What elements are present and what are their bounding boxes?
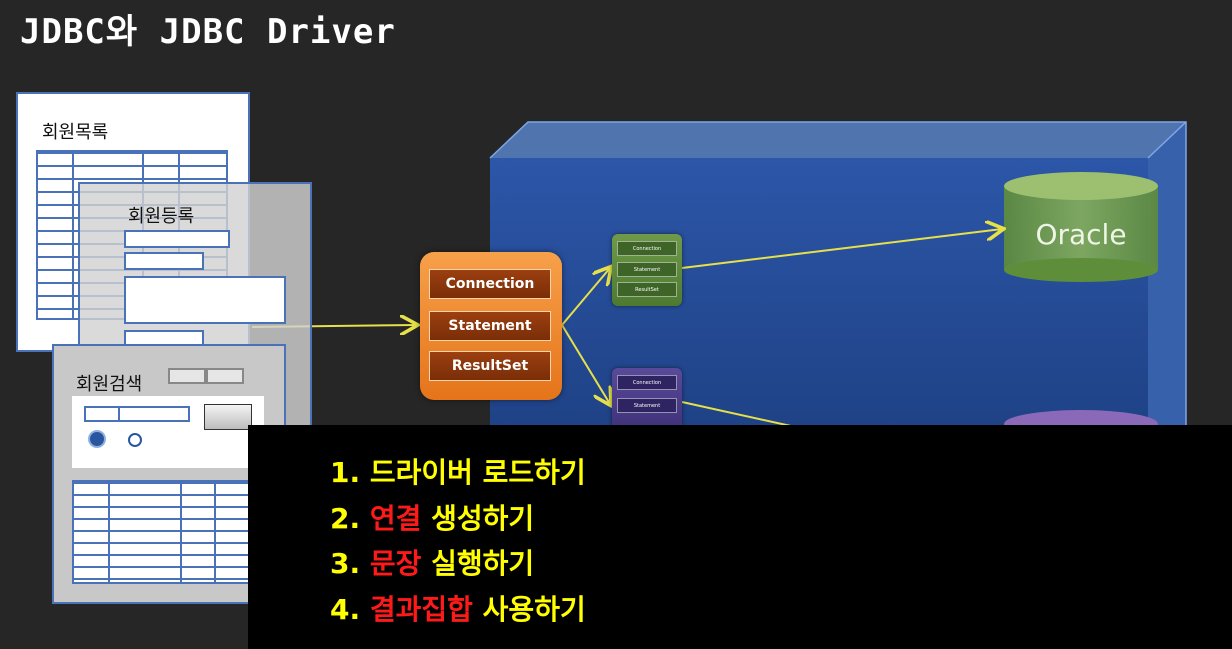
- search-result-table: [72, 480, 264, 584]
- member-list-title: 회원목록: [42, 122, 109, 143]
- driver-second-connection: Connection: [617, 375, 677, 390]
- search-input[interactable]: [84, 406, 190, 422]
- search-panel: [72, 396, 264, 468]
- step-3: 3. 문장 실행하기: [330, 547, 535, 580]
- jdbc-connection: Connection: [429, 269, 551, 299]
- member-register-title: 회원등록: [128, 206, 195, 227]
- oracle-label: Oracle: [1035, 218, 1127, 251]
- driver-oracle: Connection Statement ResultSet: [612, 234, 682, 306]
- search-input-divider: [118, 406, 120, 422]
- jdbc-statement: Statement: [429, 311, 551, 341]
- steps-panel: 1. 드라이버 로드하기 2. 연결 생성하기 3. 문장 실행하기 4. 결과…: [248, 425, 1232, 649]
- jdbc-object-stack: Connection Statement ResultSet: [420, 252, 562, 400]
- driver-oracle-resultset: ResultSet: [617, 282, 677, 297]
- register-textarea[interactable]: [124, 276, 286, 324]
- radio-unselected-icon[interactable]: [128, 433, 142, 447]
- oracle-database-icon: [1004, 172, 1158, 282]
- member-search-title: 회원검색: [76, 374, 143, 395]
- step-4: 4. 결과집합 사용하기: [330, 593, 586, 626]
- jdbc-resultset: ResultSet: [429, 351, 551, 381]
- step-1: 1. 드라이버 로드하기: [330, 456, 586, 489]
- driver-second: Connection Statement: [612, 368, 682, 432]
- page-title: JDBC와 JDBC Driver: [20, 12, 396, 52]
- driver-second-statement: Statement: [617, 398, 677, 413]
- step-2: 2. 연결 생성하기: [330, 502, 535, 535]
- driver-oracle-connection: Connection: [617, 241, 677, 256]
- search-option-2[interactable]: [206, 368, 244, 384]
- register-field-1[interactable]: [124, 230, 230, 248]
- search-option-1[interactable]: [168, 368, 206, 384]
- member-search-form: 회원검색: [52, 344, 286, 604]
- register-field-2[interactable]: [124, 252, 204, 270]
- radio-selected-icon[interactable]: [90, 432, 104, 446]
- search-button[interactable]: [204, 404, 252, 430]
- driver-oracle-statement: Statement: [617, 262, 677, 277]
